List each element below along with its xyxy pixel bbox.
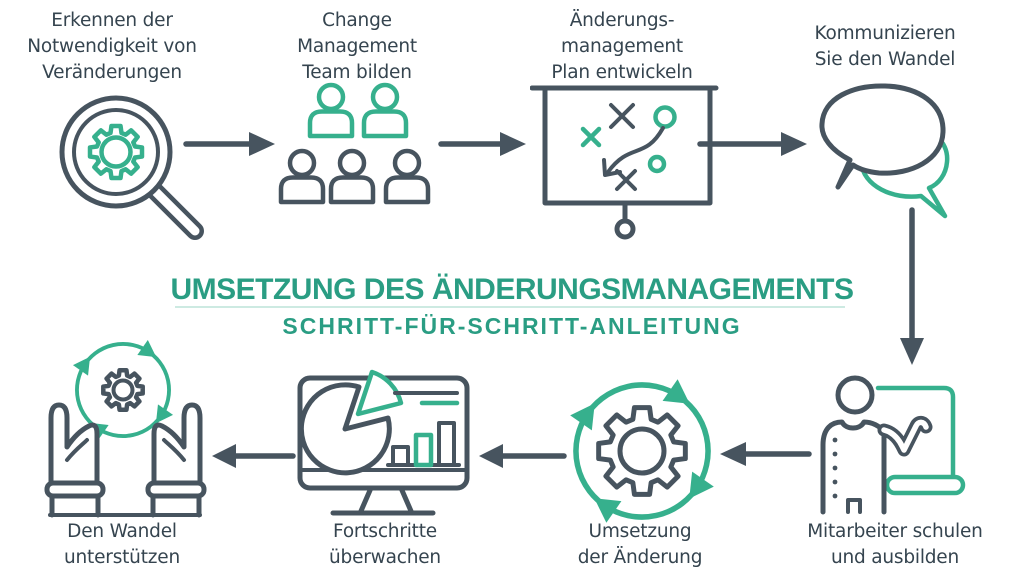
monitor-charts-icon	[297, 369, 470, 516]
step-label-unterstuetzen: Den Wandel unterstützen	[64, 521, 180, 568]
flow-arrow-left-3	[212, 444, 296, 468]
title-divider	[175, 306, 845, 308]
step-label-erkennen: Erkennen der Notwendigkeit von Veränderu…	[27, 10, 197, 83]
magnifier-gear-icon	[59, 95, 204, 240]
step-label-kommunizieren: Kommunizieren Sie den Wandel	[814, 23, 956, 70]
step-label-plan: Änderungs- management Plan entwickeln	[551, 10, 693, 83]
strategy-board-icon	[530, 85, 719, 240]
page-subtitle: SCHRITT-FÜR-SCHRITT-ANLEITUNG	[282, 313, 742, 339]
flow-arrow-left-2	[479, 444, 567, 468]
page-title: UMSETZUNG DES ÄNDERUNGSMANAGEMENTS	[170, 273, 854, 306]
step-label-fortschritte: Fortschritte überwachen	[329, 521, 441, 568]
hands-support-icon	[44, 340, 207, 518]
team-icon	[268, 78, 448, 218]
step-label-umsetzung: Umsetzung der Änderung	[577, 521, 703, 568]
flow-arrow-right-1	[183, 132, 275, 156]
trainer-board-icon	[820, 375, 966, 515]
gear-cycle-icon	[558, 366, 726, 524]
flow-arrow-right-3	[697, 132, 807, 156]
flow-arrow-down	[900, 207, 924, 365]
step-label-mitarbeiter: Mitarbeiter schulen und ausbilden	[807, 521, 983, 568]
flow-arrow-left-1	[720, 442, 812, 466]
step-label-team: Change Management Team bilden	[297, 10, 417, 83]
flow-arrow-right-2	[438, 132, 526, 156]
speech-bubbles-icon	[819, 83, 950, 219]
